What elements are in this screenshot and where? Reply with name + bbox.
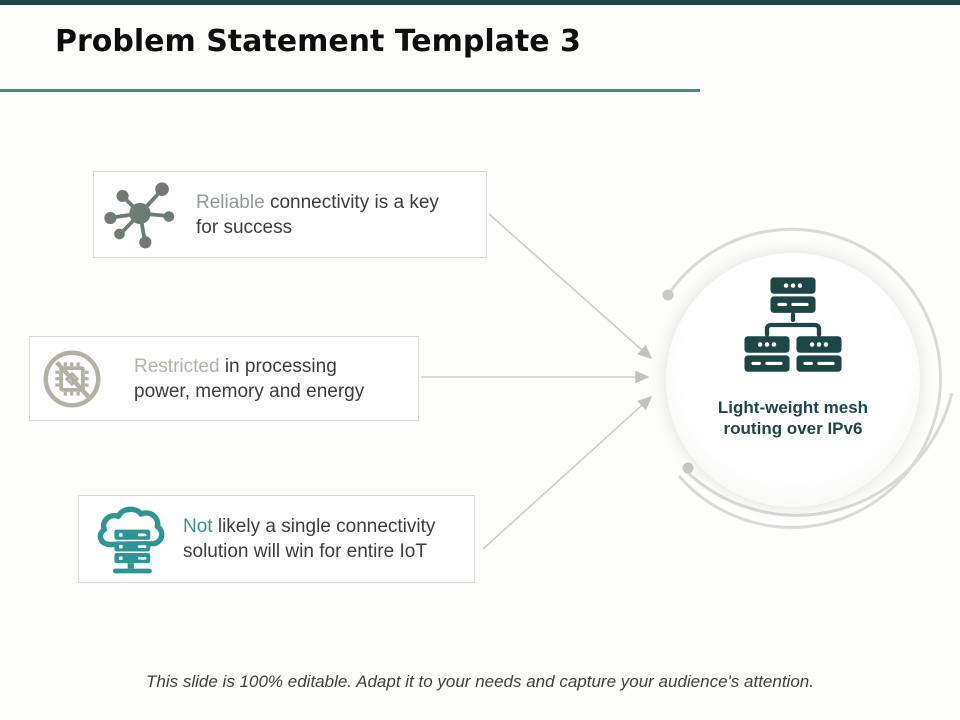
no-processor-icon <box>43 350 101 407</box>
title-underline <box>0 89 700 92</box>
highlight-word: Reliable <box>196 191 265 213</box>
highlight-word: Restricted <box>134 355 220 377</box>
decor-arc-outer <box>666 227 942 529</box>
rest-text: likely a single connectivity solution wi… <box>183 516 436 562</box>
decor-arc-dot-top <box>662 289 674 301</box>
arrow-box3-to-circle <box>482 395 653 550</box>
network-hub-icon <box>104 181 175 248</box>
problem-box-text: Reliable connectivity is a key for succe… <box>196 190 448 240</box>
problem-box-restricted: Restricted in processing power, memory a… <box>29 336 419 421</box>
solution-label-line1: Light-weight mesh <box>717 398 869 417</box>
page-title: Problem Statement Template 3 <box>55 24 581 59</box>
solution-label-line2: routing over IPv6 <box>723 419 863 438</box>
problem-box-reliable: Reliable connectivity is a key for succe… <box>93 171 487 258</box>
problem-box-not-single: Not likely a single connectivity solutio… <box>78 495 475 583</box>
decor-arc-dot-bottom <box>682 462 694 474</box>
rest-text: in processing power, memory and energy <box>134 355 365 402</box>
solution-circle: Light-weight mesh routing over IPv6 <box>666 253 920 507</box>
arrow-box1-to-circle <box>488 213 653 360</box>
solution-label: Light-weight mesh routing over IPv6 <box>718 397 868 439</box>
mesh-servers-icon <box>744 277 842 372</box>
rest-text: connectivity is a key for success <box>196 191 439 238</box>
decor-arc-bottom <box>683 392 954 517</box>
problem-box-text: Restricted in processing power, memory a… <box>134 354 386 404</box>
top-accent-bar <box>0 0 960 5</box>
highlight-word: Not <box>183 516 213 537</box>
problem-box-text: Not likely a single connectivity solutio… <box>183 514 474 564</box>
cloud-server-icon <box>97 506 165 574</box>
footer-note: This slide is 100% editable. Adapt it to… <box>146 672 814 691</box>
